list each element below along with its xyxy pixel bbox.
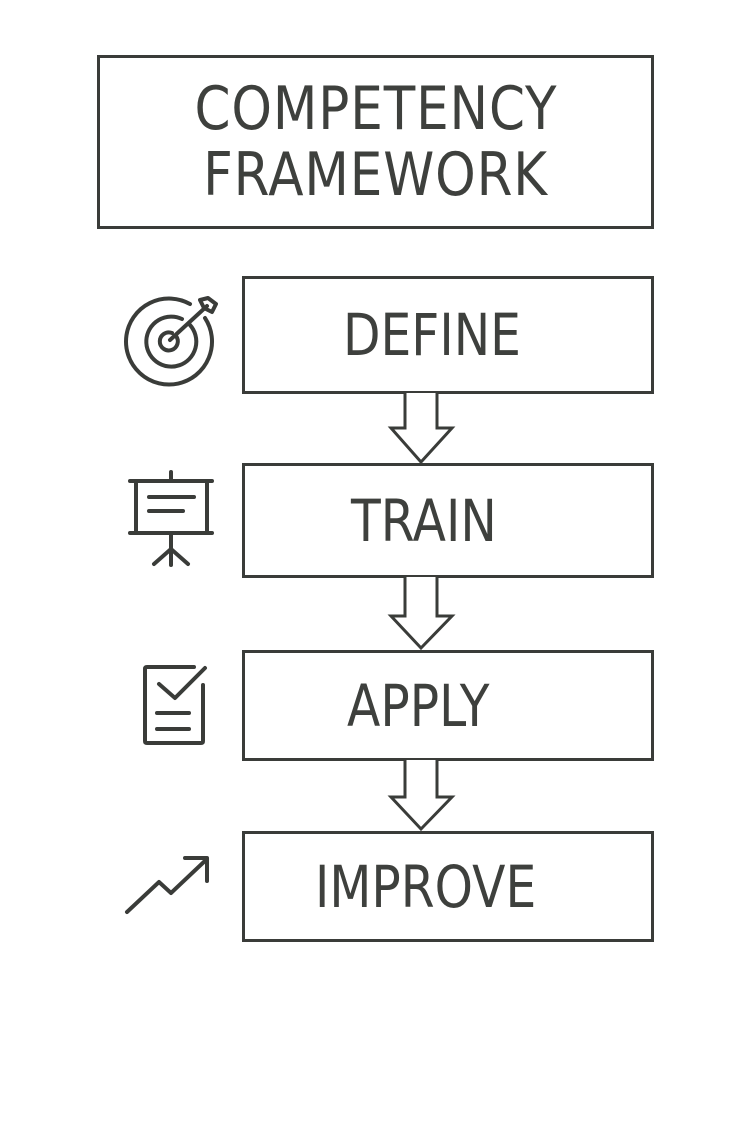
- step-train-label: TRAIN: [351, 486, 497, 555]
- trending-up-icon: [125, 856, 209, 914]
- down-arrow-2: [387, 577, 456, 651]
- checklist-icon: [143, 665, 207, 745]
- down-arrow-3: [387, 760, 456, 832]
- target-icon: [124, 296, 218, 387]
- step-apply-label: APPLY: [347, 671, 490, 740]
- presentation-board-icon: [128, 470, 214, 567]
- step-define-label: DEFINE: [343, 301, 521, 369]
- step-apply-box: APPLY: [242, 650, 654, 761]
- step-improve-label: IMPROVE: [315, 852, 537, 921]
- step-train-box: TRAIN: [242, 463, 654, 578]
- step-improve-box: IMPROVE: [242, 831, 654, 942]
- title-box: COMPETENCY FRAMEWORK: [97, 55, 654, 229]
- title-line-2: FRAMEWORK: [203, 140, 548, 210]
- down-arrow-1: [387, 393, 456, 465]
- title-line-1: COMPETENCY: [194, 74, 557, 144]
- step-define-box: DEFINE: [242, 276, 654, 394]
